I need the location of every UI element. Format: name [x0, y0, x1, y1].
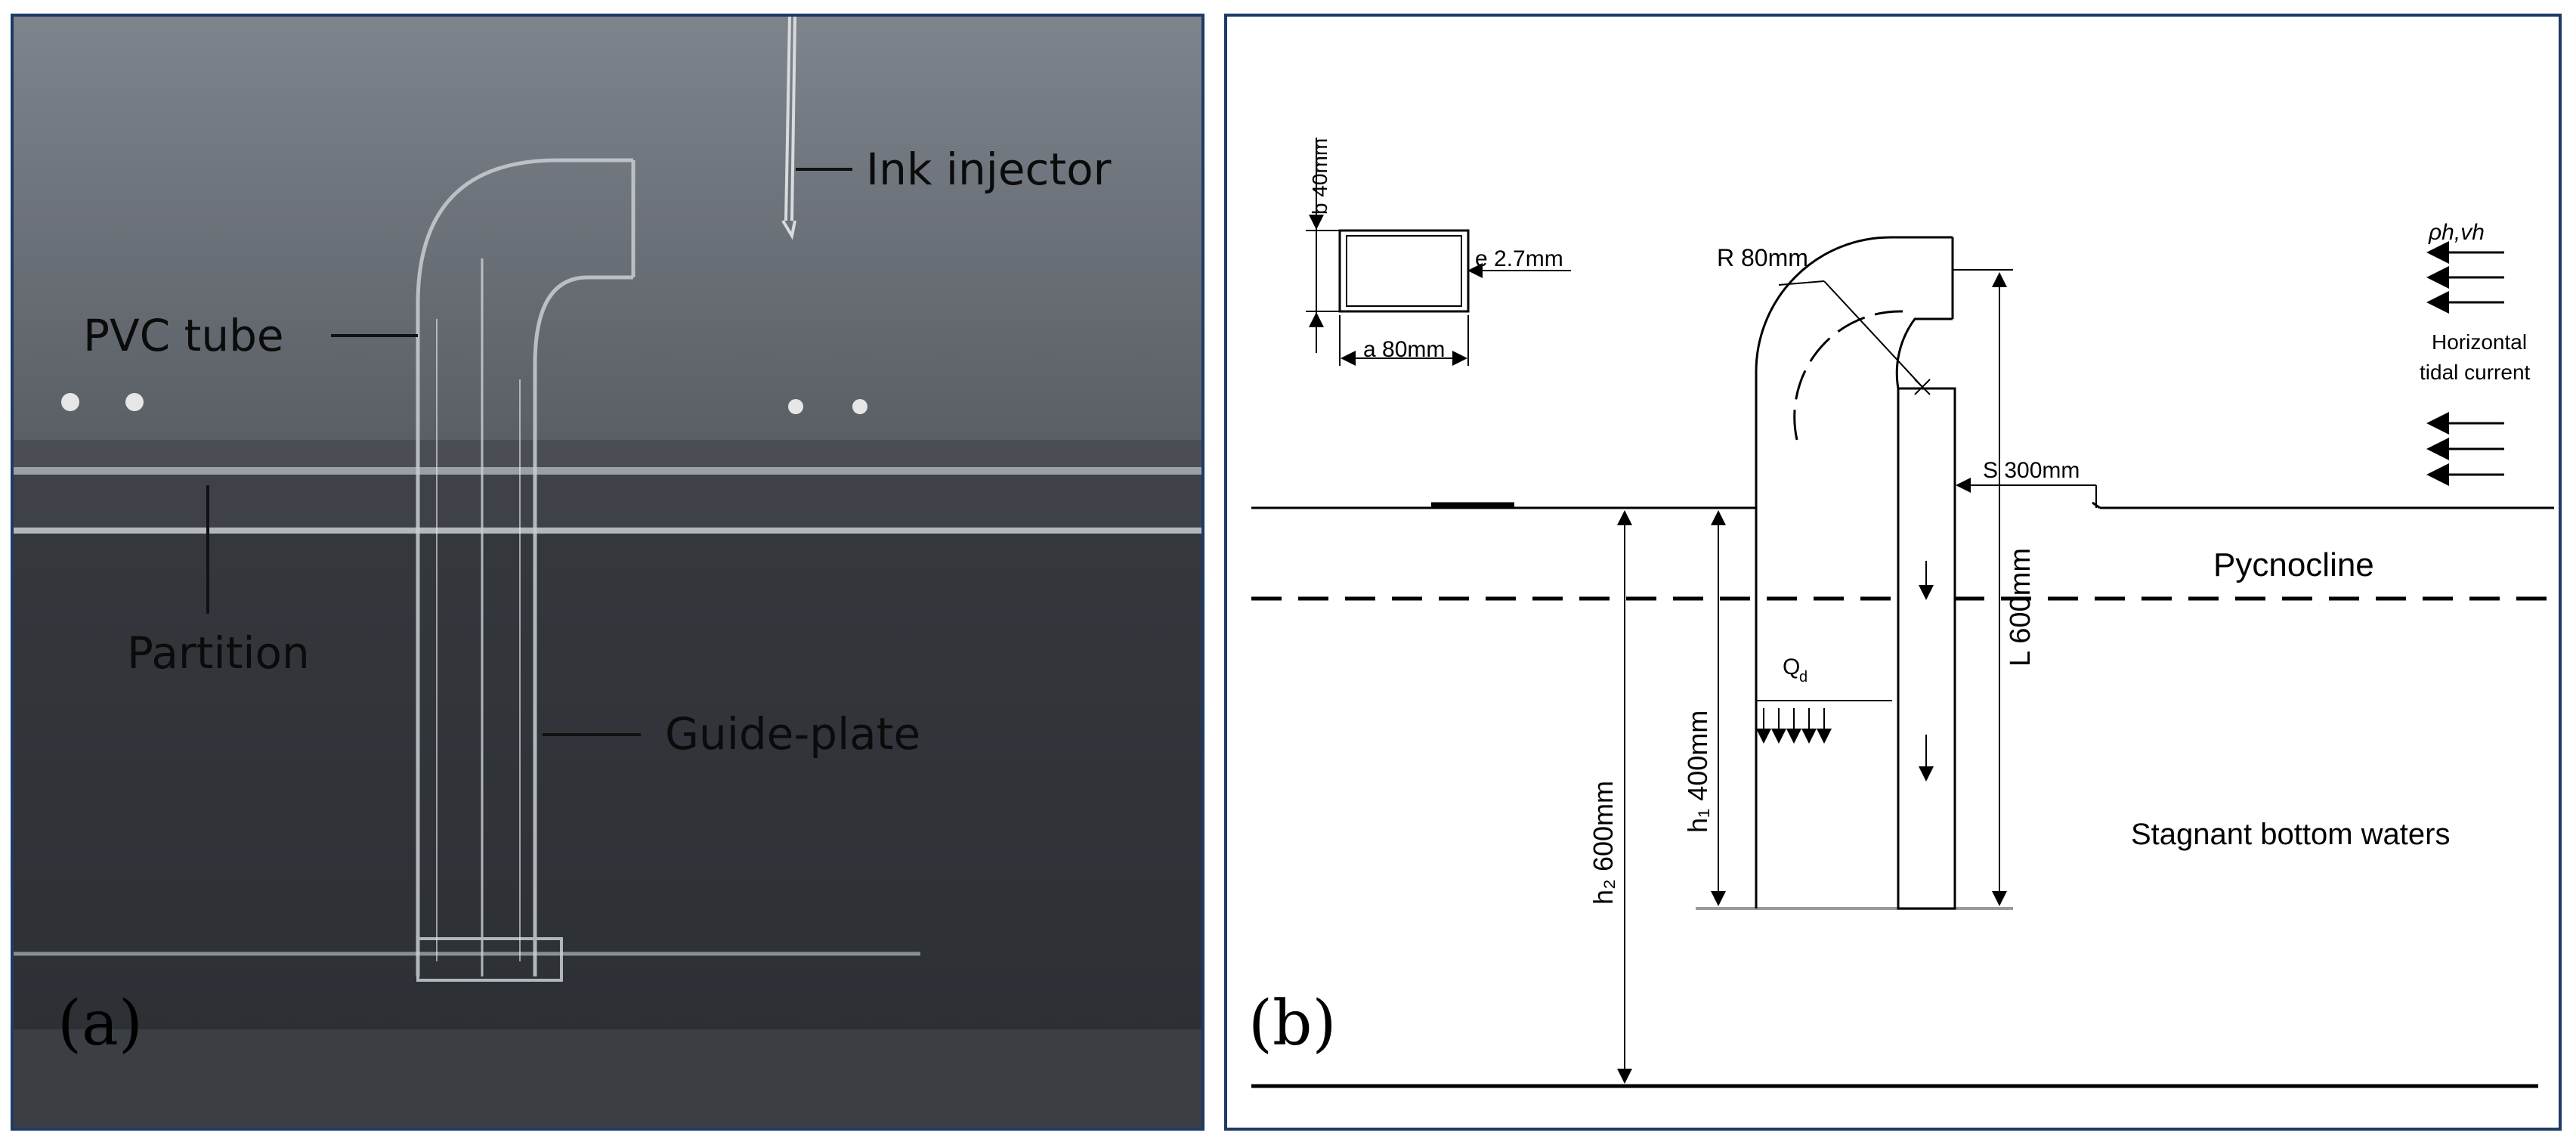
qd-outflow — [1756, 700, 1892, 744]
dim-L: L 600mm — [2005, 548, 2036, 667]
panel-b-tag: (b) — [1248, 988, 1337, 1060]
tidal-current-arrows — [2426, 241, 2504, 486]
dim-Qd-sub: d — [1799, 669, 1808, 685]
dim-h1: h₁ 400mm — [1682, 710, 1713, 833]
photo-scene — [14, 17, 1201, 1128]
rho-v-label: ρh,vh — [2428, 220, 2485, 245]
dim-S: S 300mm — [1983, 458, 2080, 483]
dim-b: b 40mm — [1308, 138, 1331, 215]
pvc-tube-shine — [436, 319, 521, 961]
leader-partition — [206, 485, 209, 614]
label-pvc-tube: PVC tube — [83, 310, 284, 361]
ink-injector-needle — [781, 17, 796, 240]
schematic: b 40mm e 2.7mm a 80mm R 80 — [1251, 138, 2554, 1088]
horizontal-label-1: Horizontal — [2432, 330, 2527, 354]
dim-S-lines — [1956, 478, 2097, 508]
dim-e: e 2.7mm — [1475, 246, 1563, 271]
leader-pvc-tube — [331, 334, 418, 337]
dim-h2: h₂ 600mm — [1588, 781, 1619, 905]
dim-L-lines — [1953, 269, 2013, 906]
leader-ink-injector — [796, 168, 852, 171]
lower-tank — [14, 534, 1201, 1128]
stagnant-label: Stagnant bottom waters — [2131, 818, 2450, 851]
panel-a-tag: (a) — [57, 988, 143, 1060]
screws — [61, 393, 867, 414]
leader-guide-plate — [543, 733, 641, 736]
partition-ledge — [14, 440, 1201, 469]
elbow-tube — [1755, 236, 1956, 910]
upper-wall — [14, 17, 1201, 440]
dim-a: a 80mm — [1363, 337, 1445, 362]
cross-section-inset — [1306, 138, 1571, 366]
panel-a-photo: Ink injector PVC tube Partition Guide-pl… — [11, 14, 1205, 1131]
dim-Qd: Q — [1783, 655, 1800, 679]
dim-R: R 80mm — [1717, 244, 1808, 271]
label-guide-plate: Guide-plate — [665, 708, 921, 760]
pycnocline-label: Pycnocline — [2213, 546, 2374, 583]
label-ink-injector: Ink injector — [866, 144, 1112, 195]
label-partition: Partition — [127, 627, 310, 679]
pvc-tube-drawing — [416, 158, 635, 982]
panel-b-schematic: b 40mm e 2.7mm a 80mm R 80 — [1224, 14, 2562, 1131]
water-surface — [1251, 501, 2554, 509]
horizontal-label-2: tidal current — [2420, 361, 2531, 384]
